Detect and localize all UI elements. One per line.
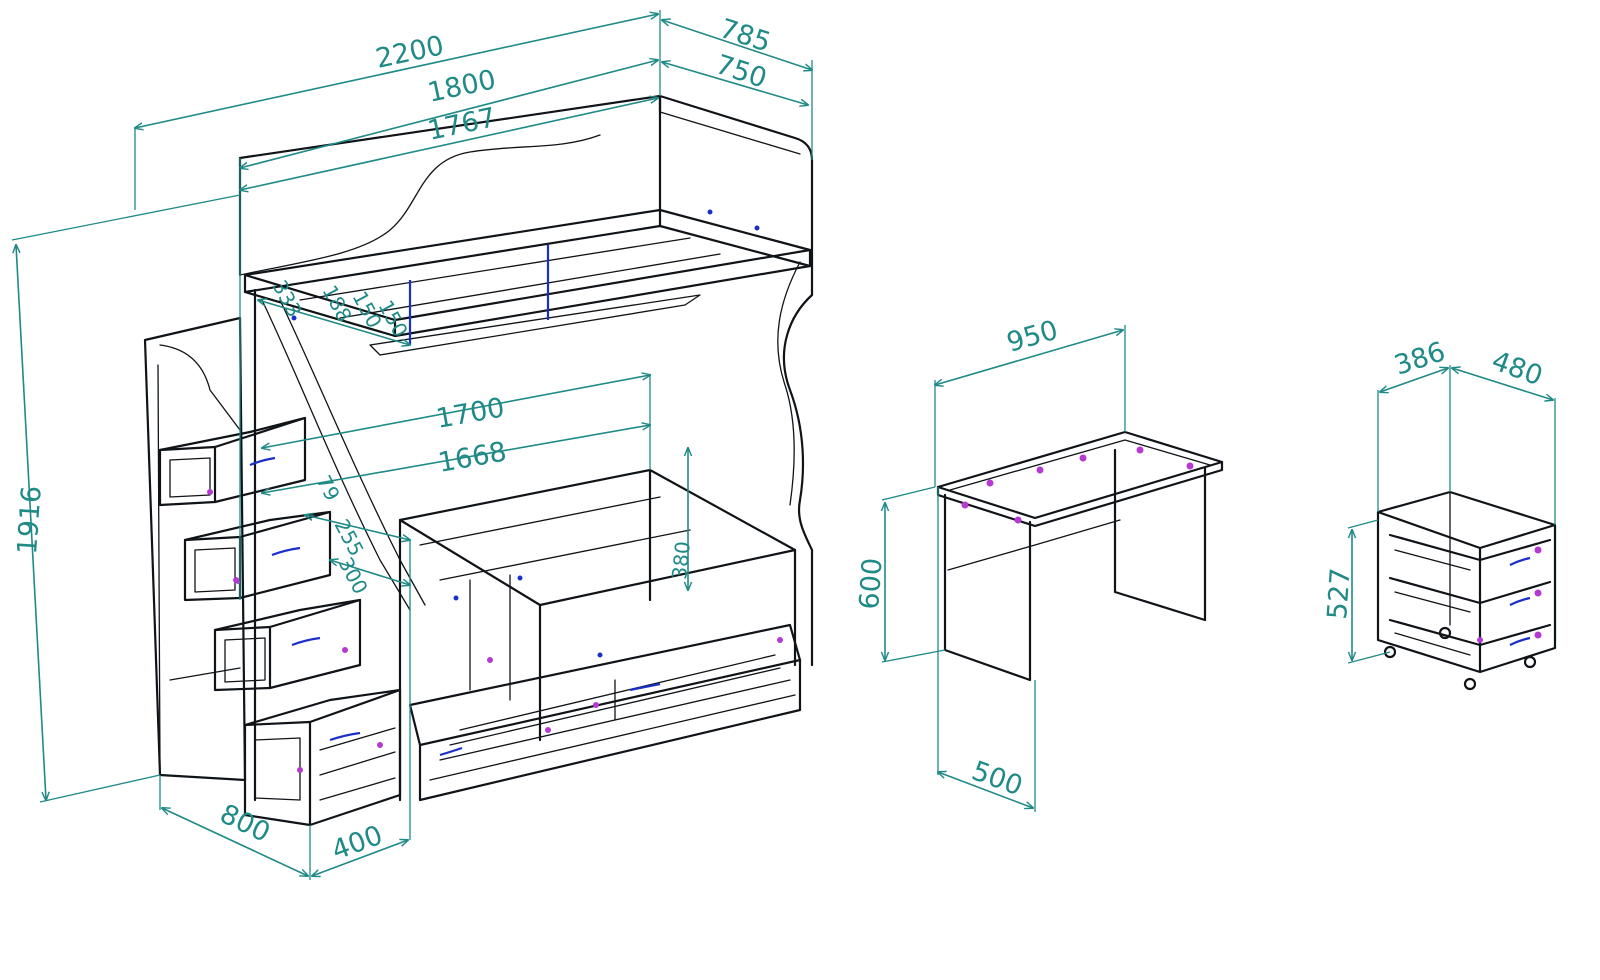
lower-bed [398,468,802,802]
dim-pedestal-width: 386 [1391,336,1450,381]
bed-end-panel [777,258,814,667]
dim-stair-width: 400 [328,820,387,867]
dim-bed-inner-top: 1767 [425,102,499,147]
bed-dimension-lines [11,10,812,880]
dim-lower-side-height: 380 [667,540,695,580]
dim-step-3: 300 [334,553,373,598]
dim-bed-height: 1916 [12,485,48,556]
dim-bed-length-top: 1800 [425,64,499,109]
dim-stair-depth: 800 [215,798,275,848]
staircase [158,299,426,827]
dim-pedestal-depth: 480 [1488,345,1547,392]
pedestal-dimension-lines [1348,365,1556,664]
dim-bed-lower-length: 1700 [434,392,507,434]
dim-pedestal-height: 527 [1322,567,1357,621]
dim-desk-width: 950 [1003,315,1061,359]
dim-bed-lower-inner: 1668 [436,436,509,478]
desk-dimension-lines [882,325,1126,812]
dim-bed-length-overall: 2200 [373,30,447,75]
dim-desk-height: 600 [854,557,889,611]
upper-bed-frame [243,208,812,356]
bed-left-panel [143,288,257,802]
pedestal [1376,490,1557,691]
dim-desk-depth: 500 [968,755,1027,802]
desk [936,430,1224,682]
